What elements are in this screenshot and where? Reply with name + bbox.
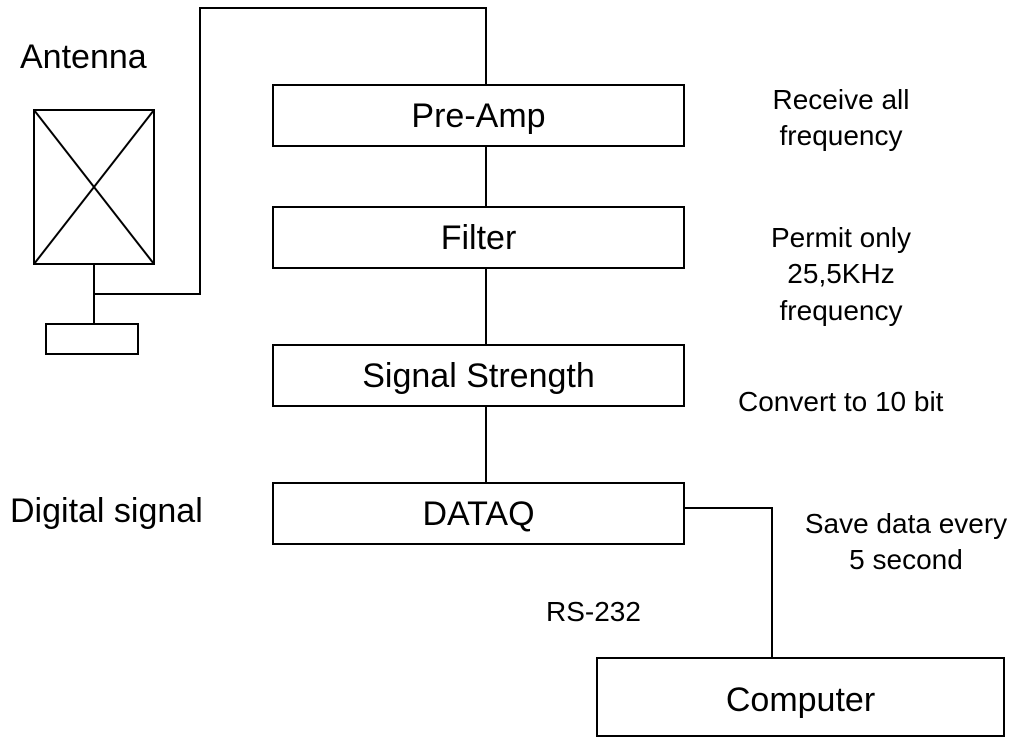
filter-note-line-2: 25,5KHz (787, 258, 895, 290)
dataq-note: Save data every 5 second (786, 506, 1026, 579)
antenna-label: Antenna (20, 38, 147, 76)
preamp-note-line-2: frequency (779, 120, 903, 152)
computer-block: Computer (596, 657, 1005, 737)
antenna-feed-line (94, 7, 487, 295)
rs232-label: RS-232 (546, 596, 641, 627)
link-dataq-computer (685, 507, 773, 657)
antenna-cross-line-2 (33, 109, 155, 265)
antenna-base (45, 323, 139, 355)
dataq-label: DATAQ (422, 494, 535, 533)
signal-strength-block: Signal Strength (272, 344, 685, 407)
dataq-block: DATAQ (272, 482, 685, 545)
signal-strength-label: Signal Strength (362, 356, 595, 395)
preamp-block: Pre-Amp (272, 84, 685, 147)
preamp-label: Pre-Amp (411, 96, 546, 135)
signal-strength-note: Convert to 10 bit (738, 386, 944, 417)
dataq-note-line-2: 5 second (849, 544, 963, 576)
antenna-symbol (33, 109, 155, 355)
filter-label: Filter (440, 218, 517, 257)
signal-flow-diagram: Pre-Amp Filter Signal Strength DATAQ Com… (10, 7, 1026, 737)
filter-note-line-1: Permit only (770, 222, 912, 253)
preamp-note: Receive all frequency (741, 82, 941, 155)
filter-note: Permit only 25,5KHz frequency (741, 220, 941, 329)
filter-note-line-3: frequency (779, 294, 903, 326)
computer-label: Computer (725, 681, 876, 719)
filter-block: Filter (272, 206, 685, 269)
digital-signal-label: Digital signal (10, 492, 203, 530)
preamp-note-line-1: Receive all (772, 84, 910, 115)
dataq-note-line-1: Save data every (804, 508, 1008, 539)
diagram-wires (33, 7, 773, 657)
